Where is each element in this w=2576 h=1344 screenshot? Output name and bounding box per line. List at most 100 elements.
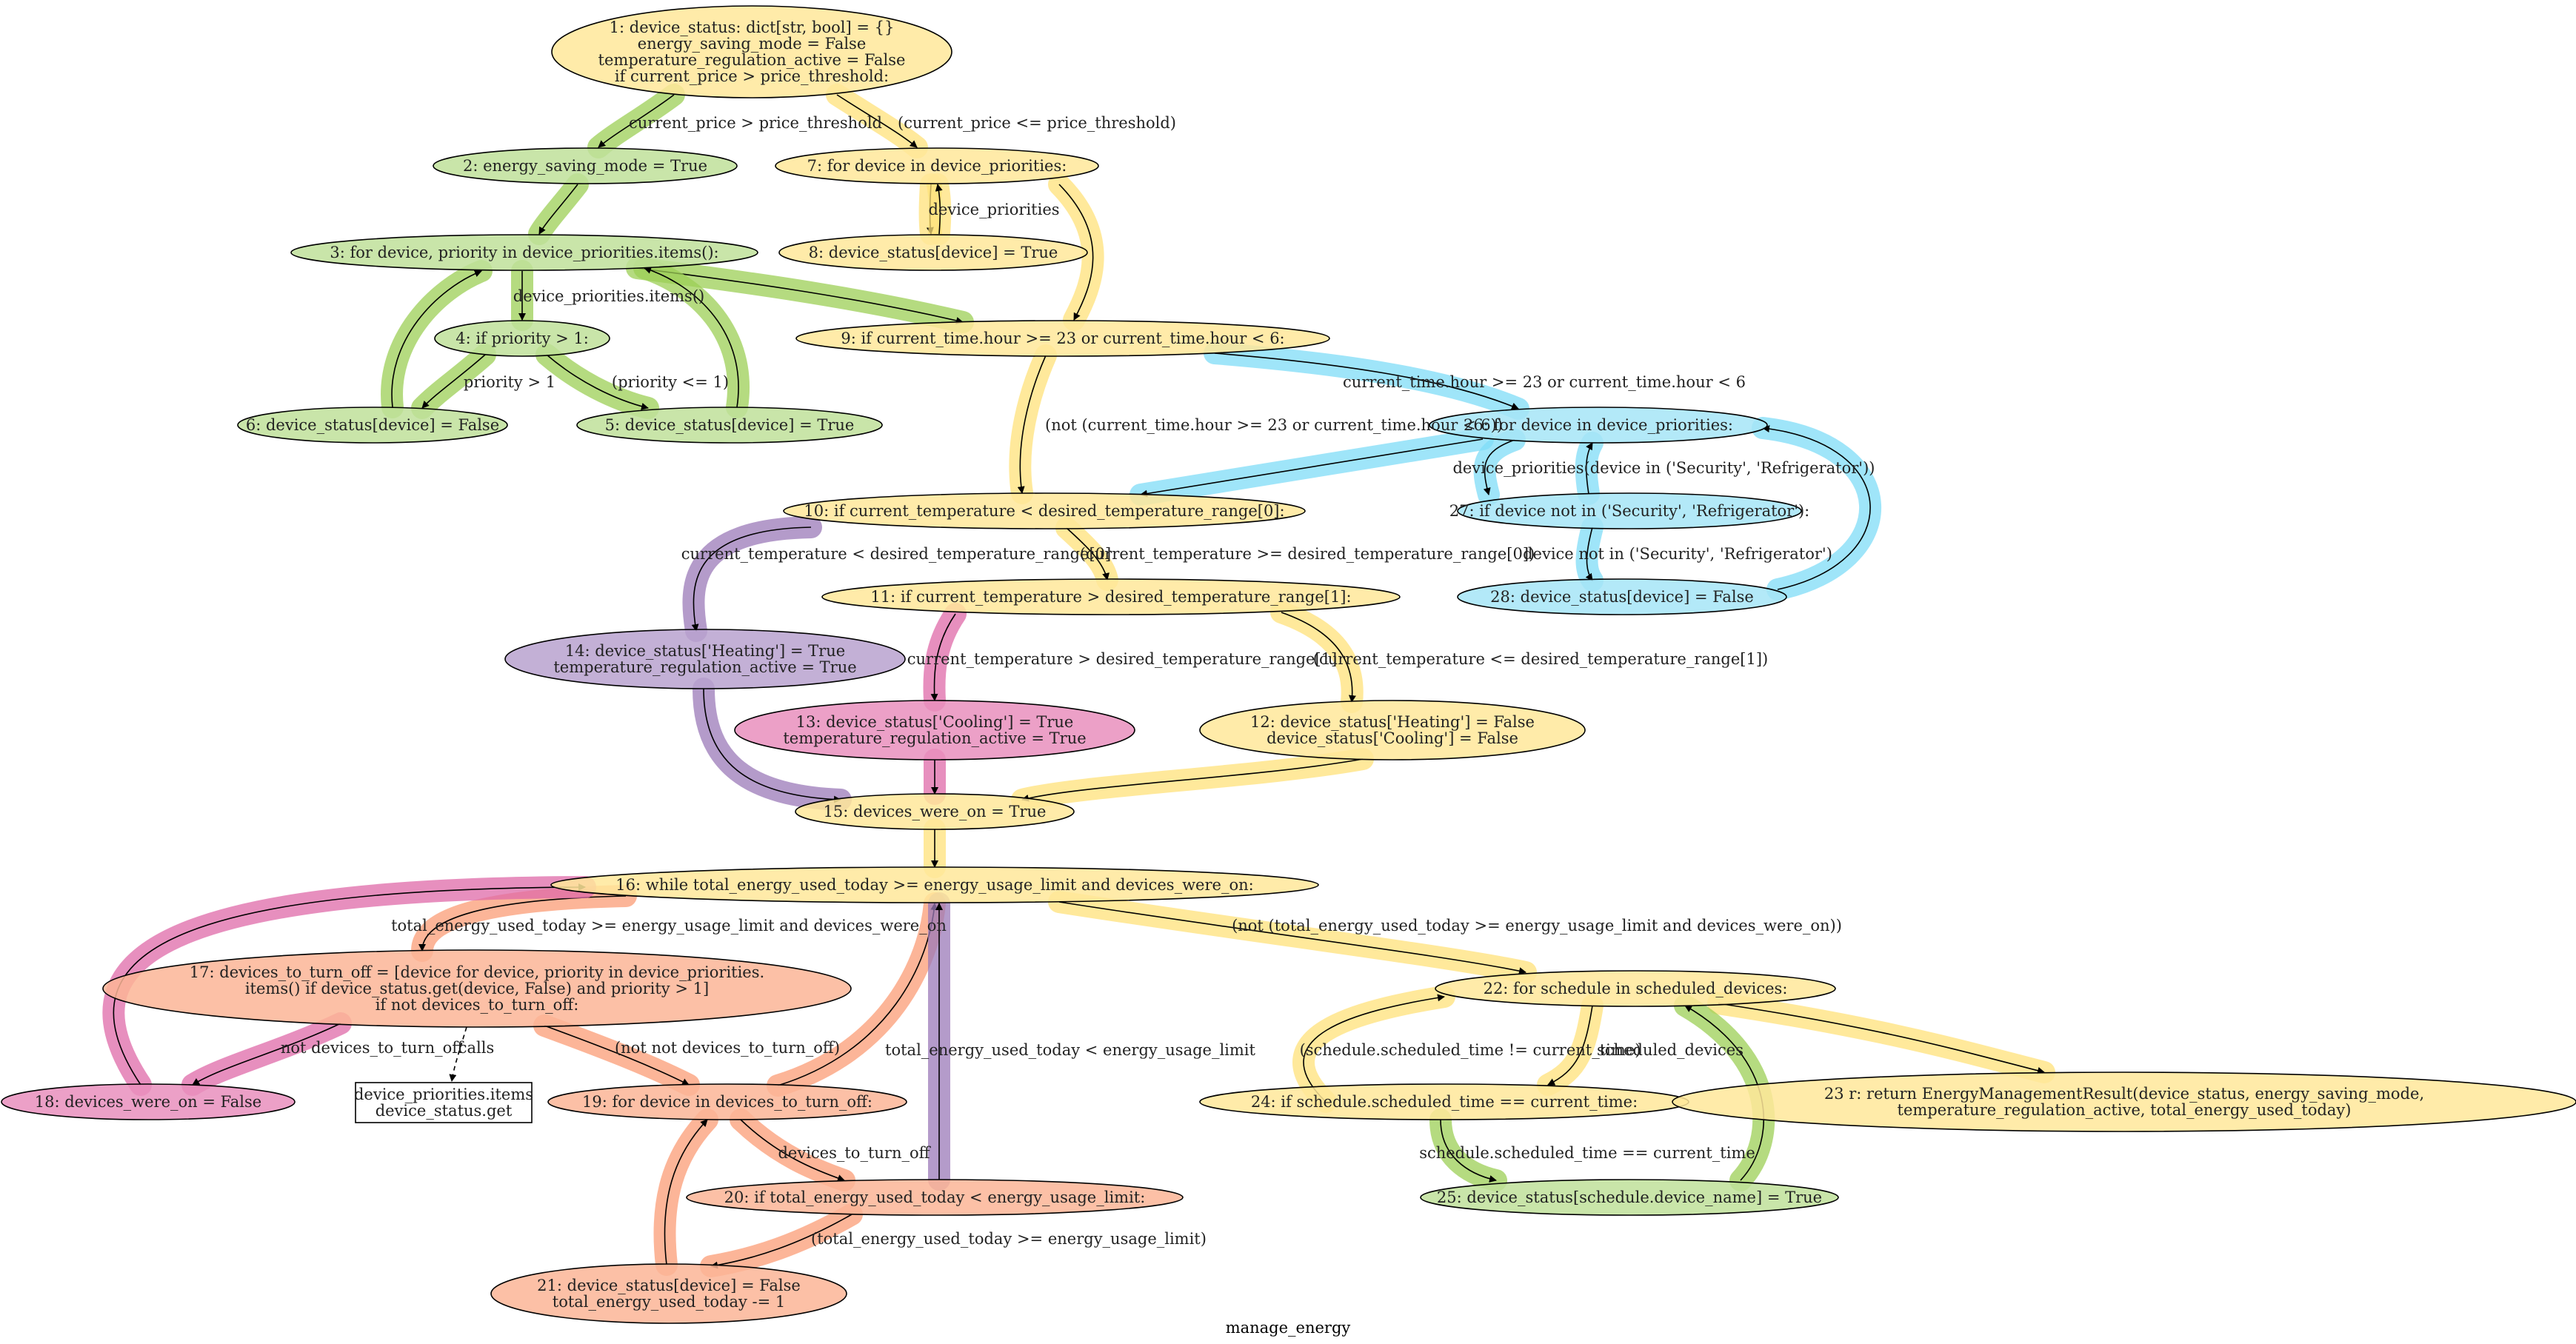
edge-label: devices_to_turn_off (778, 1144, 931, 1162)
edge-line (544, 1025, 690, 1086)
node-fill (1458, 579, 1786, 615)
edge-line (1585, 526, 1593, 581)
node-fill (577, 407, 882, 443)
edge-line (930, 613, 956, 701)
node-fill (551, 867, 1318, 903)
node-text-line: 22: for schedule in scheduled_devices: (1484, 980, 1788, 997)
edge-n16-to-n17 (411, 885, 637, 962)
node-fill (505, 629, 905, 689)
edge-label: device_priorities (1452, 459, 1584, 477)
edge-line (113, 883, 586, 1086)
edge-label: (current_price <= price_threshold) (898, 114, 1176, 132)
node-n26: 26: for device in device_priorities: (1429, 407, 1768, 444)
node-outline (775, 147, 1099, 184)
node-fill (491, 1264, 847, 1323)
edge-line (421, 354, 486, 409)
node-text-line: 24: if schedule.scheduled_time == curren… (1251, 1093, 1638, 1111)
edge-label: current_temperature > desired_temperatur… (907, 650, 1337, 668)
node-text-line: 16: while total_energy_used_today >= ene… (615, 876, 1253, 894)
node-text-line: temperature_regulation_active = True (783, 729, 1086, 747)
edge-n24-to-n22 (1292, 986, 1455, 1113)
edge-line (1021, 758, 1364, 802)
node-n14: 14: device_status['Heating'] = Truetempe… (504, 629, 906, 689)
edge-label: (not (total_energy_used_today >= energy_… (1232, 917, 1842, 935)
edge-label: scheduled_devices (1597, 1041, 1744, 1059)
edge-line (538, 184, 578, 235)
node-fill (784, 493, 1305, 529)
node-outline (1, 1083, 296, 1120)
node-text-line: 14: device_status['Heating'] = True (565, 642, 845, 660)
node-fill (238, 407, 507, 443)
edge-line (449, 1026, 467, 1082)
node-n15: 15: devices_were_on = True (795, 793, 1075, 830)
edge-n11-to-n13 (923, 603, 967, 712)
edge-line (418, 895, 627, 952)
edge-n11-to-n12 (1270, 601, 1364, 713)
node-text-line: 20: if total_energy_used_today < energy_… (724, 1188, 1146, 1206)
node-outline (1420, 1179, 1839, 1216)
edge-label: current_temperature < desired_temperatur… (681, 545, 1111, 563)
edge-line (1762, 425, 1871, 590)
node-fill (779, 235, 1087, 270)
edge-n7-to-n9 (1048, 173, 1104, 331)
edge-n17-to-n19 (533, 1014, 700, 1096)
edge-label: priority > 1 (464, 373, 555, 391)
node-n18: 18: devices_were_on = False (1, 1083, 296, 1120)
edge-highlight (682, 516, 822, 642)
edge-n10-to-n14 (682, 516, 822, 642)
node-text-line: temperature_regulation_active = True (553, 658, 856, 676)
edge-n9-to-n10 (1009, 344, 1057, 504)
node-text-line: energy_saving_mode = False (638, 35, 867, 53)
node-n1: 1: device_status: dict[str, bool] = {}en… (551, 5, 952, 98)
node-text-line: 10: if current_temperature < desired_tem… (804, 502, 1284, 520)
node-text-line: 11: if current_temperature > desired_tem… (870, 588, 1351, 606)
node-fill (775, 148, 1098, 184)
edge-n22-to-n24 (1537, 994, 1604, 1096)
node-n23: 23 r: return EnergyManagementResult(devi… (1672, 1071, 2576, 1132)
node-box (355, 1082, 533, 1123)
edge-label: (priority <= 1) (612, 373, 729, 391)
edge-line (703, 688, 841, 803)
node-text-line: 1: device_status: dict[str, bool] = {} (610, 19, 895, 36)
edge-line (1718, 1003, 2045, 1074)
edge-n4-to-n5 (535, 344, 659, 419)
edge-line (664, 1119, 708, 1266)
node-fill (1, 1084, 295, 1120)
node-n7: 7: for device in device_priorities: (775, 147, 1099, 184)
node-outline (504, 629, 906, 689)
edge-n17-to-n18 (181, 1012, 352, 1096)
node-fill (291, 235, 758, 270)
node-n9: 9: if current_time.hour >= 23 or current… (795, 320, 1330, 357)
node-n27: 27: if device not in ('Security', 'Refri… (1449, 492, 1809, 529)
edge-n19-to-n20 (730, 1109, 855, 1191)
edge-n16-to-n22 (1048, 891, 1537, 983)
node-text-line: 19: for device in devices_to_turn_off: (582, 1093, 872, 1111)
node-n3: 3: for device, priority in device_priori… (290, 234, 758, 271)
node-outline (795, 793, 1075, 830)
node-n22: 22: for schedule in scheduled_devices: (1435, 970, 1836, 1007)
edge-line (1017, 355, 1047, 494)
node-text-line: device_status['Cooling'] = False (1267, 729, 1518, 747)
edge-line (836, 94, 918, 148)
node-outline (1435, 970, 1836, 1007)
edge-line (1483, 439, 1515, 495)
edge-n1-to-n2 (587, 84, 685, 158)
edge-n1-to-n7 (826, 84, 928, 158)
edge-label: not devices_to_turn_off (281, 1039, 464, 1057)
node-text-line: 15: devices_were_on = True (824, 803, 1047, 820)
edge-line (391, 270, 482, 408)
node-layer: 1: device_status: dict[str, bool] = {}en… (1, 5, 2576, 1324)
edge-n10-to-n11 (1055, 517, 1118, 591)
edge-label: (total_energy_used_today >= energy_usage… (811, 1230, 1207, 1248)
node-n25: 25: device_status[schedule.device_name] … (1420, 1179, 1839, 1216)
edge-n26-to-n27 (1473, 429, 1526, 506)
node-outline (734, 700, 1135, 760)
node-outline (576, 407, 883, 444)
edge-n6-to-n3 (381, 260, 493, 418)
edge-n14-to-n15 (693, 678, 852, 811)
node-n17: 17: devices_to_turn_off = [device for de… (102, 949, 852, 1028)
edge-layer (102, 84, 2055, 1277)
node-text-line: temperature_regulation_active, total_ene… (1898, 1101, 2352, 1119)
